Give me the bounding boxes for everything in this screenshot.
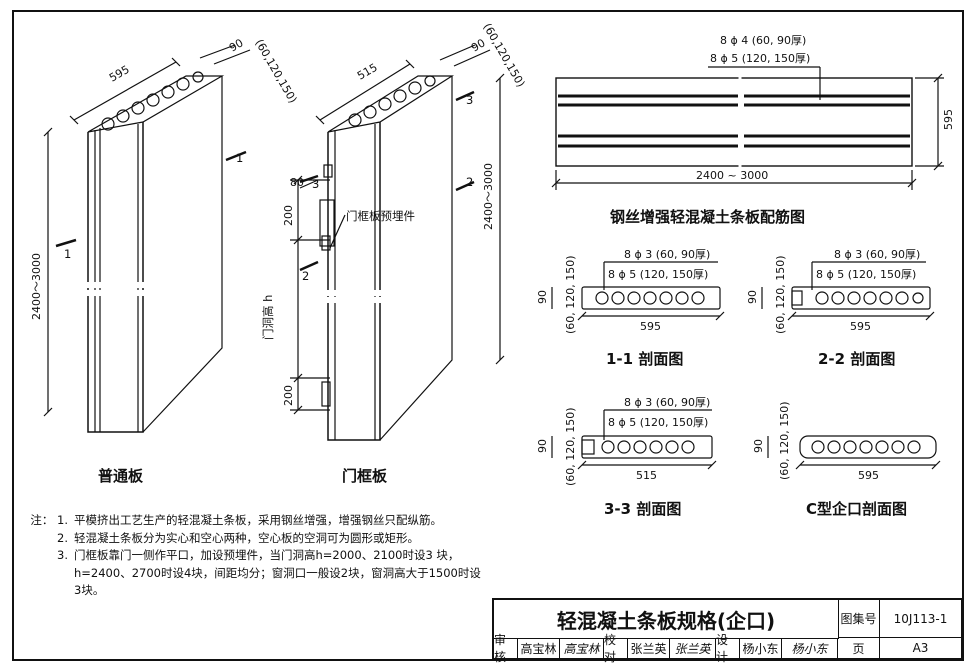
page-label: 页: [838, 638, 880, 659]
note-text: 平模挤出工艺生产的轻混凝土条板，采用钢丝增强，增强钢丝只配纵筋。: [74, 513, 442, 527]
sec33-note-2: 8 ϕ 5 (120, 150厚): [608, 416, 708, 429]
ctype-dim-th-alt: (60, 120, 150): [778, 401, 791, 480]
section-1-1-drawing: [551, 261, 725, 321]
section-3-3-drawing: [551, 409, 717, 470]
ctype-caption: C型企口剖面图: [806, 500, 907, 518]
plain-dim-length: 2400～3000: [30, 253, 43, 320]
sec22-dim-th: 90: [746, 290, 759, 304]
sec11-note-2: 8 ϕ 5 (120, 150厚): [608, 268, 708, 281]
rebar-note-2: 8 ϕ 5 (120, 150厚): [710, 52, 810, 65]
rebar-dim-length: 2400 ~ 3000: [696, 169, 768, 182]
sec11-caption: 1-1 剖面图: [606, 350, 683, 368]
plain-section-mark-left: 1: [64, 247, 71, 261]
note-num: 3.: [57, 548, 68, 562]
door-panel-caption: 门框板: [342, 467, 388, 485]
atlas-number: 10J113-1: [880, 600, 962, 638]
rebar-plan-drawing: [551, 66, 944, 190]
sec22-note-2: 8 ϕ 5 (120, 150厚): [816, 268, 916, 281]
sec33-dim-th-alt: (60, 120, 150): [564, 407, 577, 486]
door-dim-thickness-alt: (60,120,150): [480, 21, 527, 89]
plain-section-mark-right: 1: [236, 151, 243, 165]
rebar-note-1: 8 ϕ 4 (60, 90厚): [720, 34, 806, 47]
sec11-dim-th-alt: (60, 120, 150): [564, 255, 577, 334]
rebar-plan-caption: 钢丝增强轻混凝土条板配筋图: [610, 208, 805, 226]
plain-dim-width: 595: [107, 63, 132, 85]
door-dim-200-top: 200: [282, 205, 295, 226]
check-label: 校对: [604, 633, 628, 664]
note-num: 2.: [57, 530, 68, 545]
page-number: A3: [880, 638, 962, 659]
check-signature: 张兰英: [670, 638, 716, 659]
notes-prefix: 注： 1.: [30, 513, 68, 527]
door-height-label: 门洞高 h: [261, 295, 275, 340]
note-item: 3. 门框板靠门一侧作平口，加设预埋件，当门洞高h=2000、2100时设3 块…: [22, 547, 482, 600]
plain-dim-thickness-alt: (60,120,150): [252, 37, 299, 105]
sec33-note-1: 8 ϕ 3 (60, 90厚): [624, 396, 710, 409]
door-panel-drawing: [290, 44, 505, 441]
door-dim-width: 515: [355, 61, 380, 83]
review-label: 审核: [494, 633, 518, 664]
review-name: 高宝林: [518, 638, 560, 659]
title-block: 轻混凝土条板规格(企口) 图集号 10J113-1 审核 高宝林 高宝林 校对 …: [492, 598, 962, 664]
door-dim-80: 80: [290, 176, 304, 189]
plain-panel-caption: 普通板: [98, 467, 144, 485]
sec33-dim-th: 90: [536, 439, 549, 453]
sec22-dim-width: 595: [850, 320, 871, 333]
door-embed-label: 门框板预埋件: [346, 209, 415, 223]
plain-panel-holes: [101, 71, 204, 131]
notes-block: 注： 1. 平模挤出工艺生产的轻混凝土条板，采用钢丝增强，增强钢丝只配纵筋。 2…: [22, 512, 482, 600]
drawing-title: 轻混凝土条板规格(企口): [494, 600, 839, 639]
atlas-label: 图集号: [838, 600, 880, 638]
sec11-note-1: 8 ϕ 3 (60, 90厚): [624, 248, 710, 261]
sheet-border: [12, 10, 964, 661]
plain-panel-drawing: [43, 44, 251, 433]
section-2-2-drawing: [761, 261, 935, 321]
note-text: 轻混凝土条板分为实心和空心两种，空心板的空洞可为圆形或矩形。: [74, 530, 419, 545]
sec11-dim-th: 90: [536, 290, 549, 304]
c-type-section-drawing: [767, 435, 941, 470]
door-dim-length: 2400～3000: [482, 163, 495, 230]
note-text: 门框板靠门一侧作平口，加设预埋件，当门洞高h=2000、2100时设3 块，h=…: [74, 548, 481, 597]
ctype-dim-th: 90: [752, 439, 765, 453]
sec33-caption: 3-3 剖面图: [604, 500, 681, 518]
sec22-caption: 2-2 剖面图: [818, 350, 895, 368]
note-item: 注： 1. 平模挤出工艺生产的轻混凝土条板，采用钢丝增强，增强钢丝只配纵筋。: [22, 512, 482, 530]
sec22-note-1: 8 ϕ 3 (60, 90厚): [834, 248, 920, 261]
door-section-mark-3-left: 3: [312, 177, 319, 191]
door-section-mark-2-right: 2: [466, 175, 473, 189]
ctype-dim-width: 595: [858, 469, 879, 482]
door-section-mark-2-left: 2: [302, 269, 309, 283]
plain-dim-thickness: 90: [227, 36, 246, 54]
check-name: 张兰英: [628, 638, 670, 659]
review-signature: 高宝林: [560, 638, 604, 659]
note-item: 2. 轻混凝土条板分为实心和空心两种，空心板的空洞可为圆形或矩形。: [22, 530, 482, 548]
door-dim-thickness: 90: [469, 36, 488, 54]
design-signature: 杨小东: [782, 638, 838, 659]
door-panel-holes: [348, 75, 436, 127]
door-dim-200-bottom: 200: [282, 385, 295, 406]
sec22-dim-th-alt: (60, 120, 150): [774, 255, 787, 334]
door-section-mark-3-right: 3: [466, 93, 473, 107]
sec11-dim-width: 595: [640, 320, 661, 333]
design-name: 杨小东: [740, 638, 782, 659]
sec33-dim-width: 515: [636, 469, 657, 482]
design-label: 设计: [716, 633, 740, 664]
rebar-dim-width: 595: [942, 109, 955, 130]
